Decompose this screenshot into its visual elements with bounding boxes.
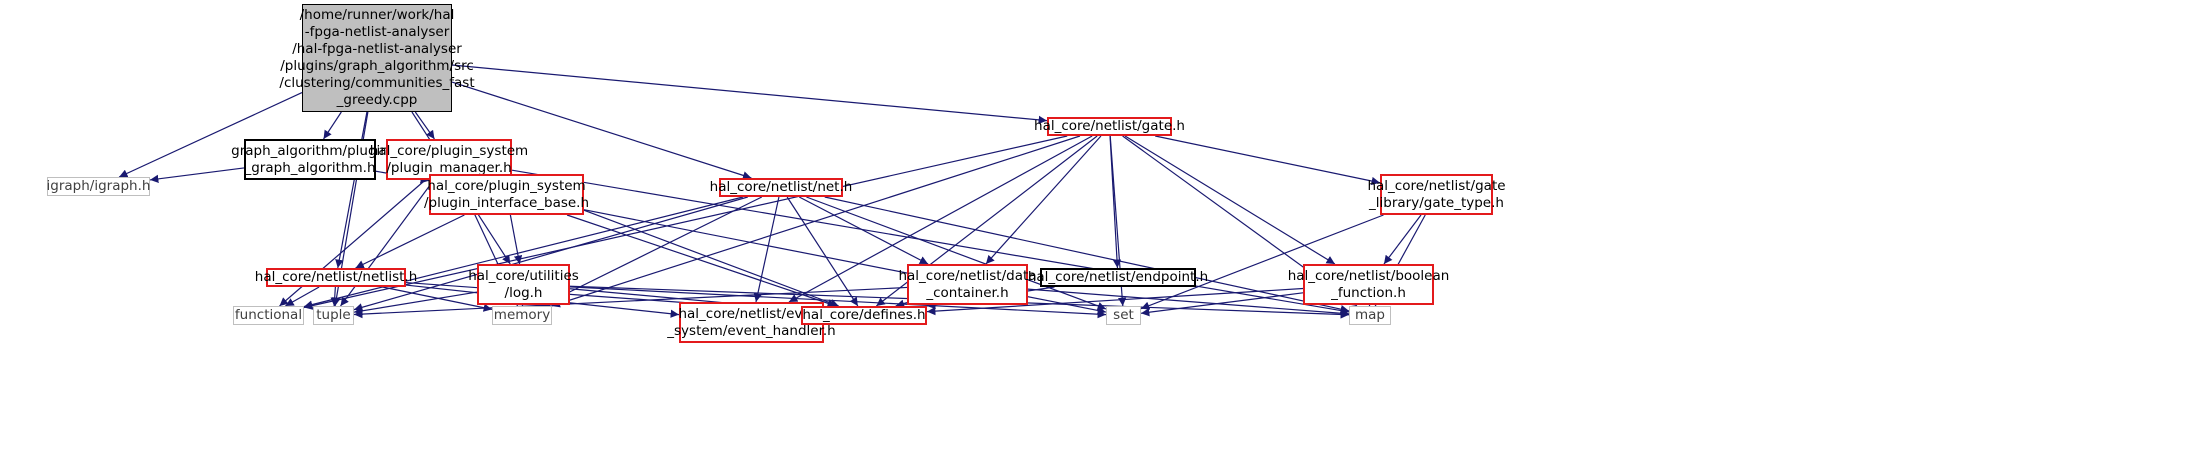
edge-netlist-to-tuple xyxy=(330,286,339,307)
edge-plugin-manager-to-functional xyxy=(279,179,426,307)
node-root[interactable]: /home/runner/work/hal -fpga-netlist-anal… xyxy=(279,4,475,112)
edge-netlist-to-functional xyxy=(285,286,320,307)
edge-net-to-map xyxy=(824,196,1350,314)
edge-root-to-plugin-graph-algorithm xyxy=(323,111,342,140)
node-gate[interactable]: hal_core/netlist/gate.h xyxy=(1034,117,1185,136)
edge-gate-to-data-container xyxy=(985,135,1102,265)
edge-net-to-event-handler xyxy=(753,196,780,303)
edge-net-to-set xyxy=(806,196,1107,310)
edge-net-to-functional xyxy=(303,196,744,309)
edge-net-to-data-container xyxy=(798,196,929,265)
edge-gate-to-boolean-function xyxy=(1124,135,1336,265)
edge-net-to-tuple xyxy=(353,196,748,312)
edge-gate-type-to-set xyxy=(1140,214,1384,310)
node-plugin-interface-base[interactable]: hal_core/plugin_system /plugin_interface… xyxy=(424,174,589,215)
edge-plugin-graph-algorithm-to-igraph xyxy=(149,167,245,184)
edge-net-to-defines xyxy=(786,196,859,307)
node-plugin-manager[interactable]: hal_core/plugin_system /plugin_manager.h xyxy=(370,139,528,180)
node-set: set xyxy=(1106,306,1141,325)
node-boolean-function[interactable]: hal_core/netlist/boolean _function.h xyxy=(1288,264,1449,305)
edge-data-container-to-map xyxy=(1027,288,1350,318)
node-memory: memory xyxy=(492,306,552,325)
node-data-container[interactable]: hal_core/netlist/data _container.h xyxy=(898,264,1037,305)
edge-gate-to-memory xyxy=(551,135,1081,308)
edge-boolean-function-to-defines xyxy=(926,287,1304,316)
node-defines[interactable]: hal_core/defines.h xyxy=(801,306,927,325)
edge-data-container-to-tuple xyxy=(353,286,908,319)
node-igraph: igraph/igraph.h xyxy=(46,177,151,196)
node-log[interactable]: hal_core/utilities /log.h xyxy=(468,264,579,305)
edge-gate-to-event-handler xyxy=(788,135,1093,303)
edge-plugin-interface-base-to-log xyxy=(509,214,523,265)
edge-gate-to-functional xyxy=(303,135,1068,310)
node-net[interactable]: hal_core/netlist/net.h xyxy=(709,178,853,197)
node-event-handler[interactable]: hal_core/netlist/event _system/event_han… xyxy=(667,302,836,343)
edge-data-container-to-defines xyxy=(895,299,908,308)
edge-root-to-plugin-manager xyxy=(414,111,435,140)
edge-root-to-gate xyxy=(451,64,1048,125)
edge-plugin-interface-base-to-netlist xyxy=(355,214,465,269)
edge-root-to-igraph xyxy=(118,92,303,178)
node-map: map xyxy=(1349,306,1391,325)
node-tuple: tuple xyxy=(313,306,354,325)
node-functional: functional xyxy=(233,306,304,325)
node-plugin-graph-algorithm[interactable]: graph_algorithm/plugin _graph_algorithm.… xyxy=(231,139,389,180)
edge-root-to-netlist xyxy=(335,111,368,269)
node-netlist[interactable]: hal_core/netlist/netlist.h xyxy=(254,268,418,287)
edge-log-to-tuple xyxy=(353,291,478,315)
edge-gate-type-to-boolean-function xyxy=(1383,214,1422,265)
node-gate-type[interactable]: hal_core/netlist/gate _library/gate_type… xyxy=(1367,174,1506,215)
node-endpoint[interactable]: hal_core/netlist/endpoint.h xyxy=(1027,268,1209,287)
edge-root-to-net xyxy=(451,81,752,180)
edge-plugin-manager-to-map xyxy=(511,169,1350,315)
edge-log-to-set xyxy=(569,286,1107,319)
edge-boolean-function-to-set xyxy=(1140,292,1304,317)
edge-gate-to-gate-type xyxy=(1155,135,1381,186)
